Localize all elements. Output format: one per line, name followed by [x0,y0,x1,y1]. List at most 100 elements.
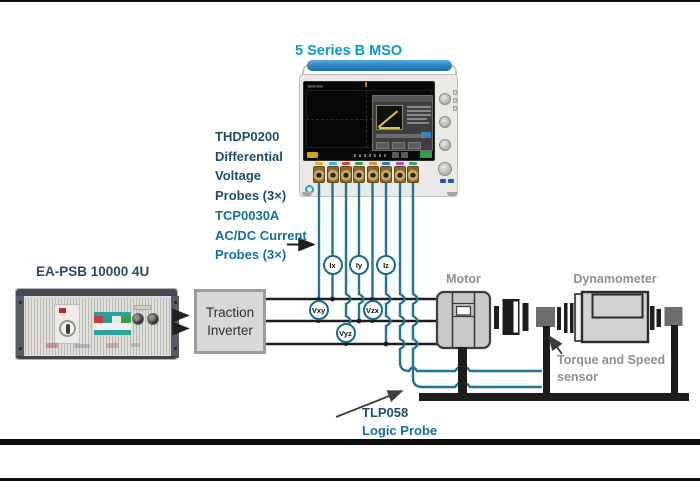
node-vzx-label: Vzx [366,305,379,315]
dialog-text-line [407,122,429,124]
ch7-color-tab [396,162,404,165]
dialog-ok-button [421,132,431,138]
bnc-connector-ch4 [353,166,365,183]
panel-button [453,98,457,103]
node-vxy: Vxy [308,300,329,320]
psu-display-header [94,312,131,316]
motor-body [435,290,492,350]
control-knob [439,93,451,105]
oscilloscope: Tektronix [299,74,458,197]
dialog-titlebar [373,96,432,102]
torque-sensor-body [536,307,555,327]
inverter-label: Traction Inverter [205,304,255,338]
scope-screen: Tektronix [303,81,435,161]
coupling [656,309,661,327]
toolbar-chip [401,152,408,158]
motor-label: Motor [446,272,481,286]
torque-sensor-arrow [548,334,563,355]
scope-handle [307,60,452,71]
coupling [650,306,655,330]
grille-detail [74,344,90,348]
ix-connection [330,296,335,302]
node-ix-label: Ix [329,260,336,270]
ch8-color-tab [409,162,417,165]
bnc-connector-ch8 [407,166,419,183]
ch1-color-tab [315,162,323,165]
coupling [570,303,574,333]
control-knob [438,162,452,176]
coupling-gap [513,301,518,333]
psu-display-cell [103,316,112,323]
node-iy: Iy [349,255,369,275]
divider-bar [0,439,700,445]
node-vyz-label: Vyz [339,328,352,338]
dialog-button [376,142,389,149]
traction-inverter: Traction Inverter [194,289,266,354]
toolbar-chip [392,152,399,158]
screw [18,347,22,350]
node-iz-label: Iz [383,260,389,270]
iz-connection [383,341,389,347]
node-vxy-label: Vxy [311,305,326,315]
logic-probe-model-label: TLP058 [362,405,409,420]
bed-plate [419,393,689,401]
cable-ch8-logic [411,180,542,389]
vyz-bottom-contact [344,342,348,346]
psu-left-panel [54,304,80,344]
dialog-button [392,142,405,149]
coupling [564,303,568,333]
node-iy-label: Iy [355,260,363,270]
coupling [557,307,561,330]
top-frame-bar [0,0,700,2]
motor-assembly [435,290,492,394]
dynamometer-assembly [574,290,650,344]
cable-ch7-logic [398,180,542,373]
psu-knob [147,313,159,325]
dyno-top-box [591,293,644,319]
panel-button [453,90,457,95]
node-iz: Iz [376,255,396,275]
control-knob [439,116,451,128]
motor-mount-post [458,347,467,394]
psu-display-cell [121,316,131,323]
scope-title: 5 Series B MSO [295,43,403,59]
psu-top-strip [16,289,177,296]
node-vzx: Vzx [362,300,383,320]
psu-power-switch [59,320,76,337]
phase-lines [266,297,438,346]
rocker [65,323,70,334]
couplings [494,299,683,394]
node-vyz: Vyz [335,323,356,343]
logic-probe-arrow [335,390,404,418]
current-probes-label: TCP0030A AC/DC Current Probes (3×) [215,208,307,262]
psu-buttons [134,305,151,310]
psu-display-footer [94,330,131,335]
ch6-color-tab [382,162,390,165]
dialog-text-line [407,118,427,120]
bnc-connector-ch1 [313,166,325,183]
dialog-text-line [407,114,431,116]
run-button [420,151,432,158]
screw [18,301,22,304]
coupling [522,303,529,331]
torque-sensor-label: Torque and Speed sensor [557,353,666,384]
control-knob [439,139,451,151]
scope-foot [302,192,312,196]
cable-ch4 [357,180,365,320]
grille-detail [46,343,58,348]
screw [173,347,177,350]
menu-dashes [354,154,388,157]
logic-probe-name-label: Logic Probe [362,423,438,438]
speed-sensor-post [671,325,678,394]
psu-to-inverter-arrows [172,308,190,336]
bnc-connector-ch3 [340,166,352,183]
graticule-hline [306,119,432,120]
bnc-connector-ch5 [366,166,379,183]
grille-detail [131,343,140,347]
dialog-button [408,142,421,149]
trigger-marker [365,82,367,87]
power-supply [15,288,179,360]
dynamometer-label: Dynamometer [573,272,657,286]
dialog-text-line [407,106,431,108]
